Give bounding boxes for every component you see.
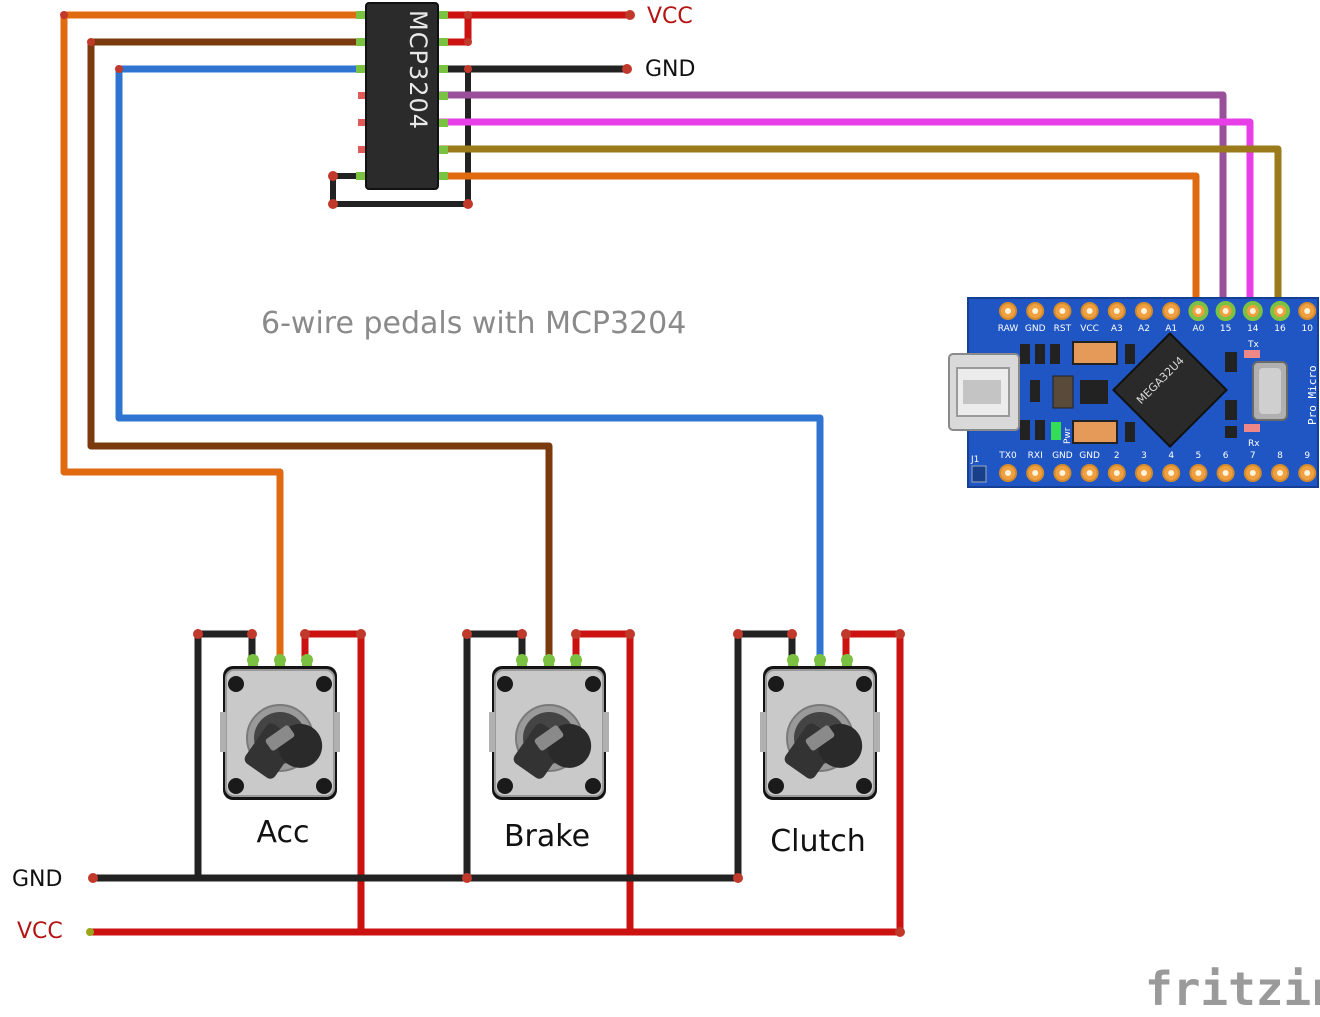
board-top-pin-label: 10 <box>1301 324 1313 334</box>
wire-blue-clutch <box>115 65 824 664</box>
board-bottom-pin-label: RXI <box>1028 451 1043 461</box>
chip-label: MCP3204 <box>404 10 432 130</box>
board-top-pin-label: A2 <box>1138 324 1150 334</box>
wire-olive-16 <box>436 145 1282 314</box>
top-vcc-label: VCC <box>647 4 693 29</box>
pedal-label-clutch: Clutch <box>770 824 866 859</box>
pedal-label-acc: Acc <box>257 815 310 850</box>
diagram-title: 6-wire pedals with MCP3204 <box>261 306 686 341</box>
board-bottom-pin-label: TX0 <box>998 451 1017 461</box>
chip-body <box>365 2 439 190</box>
wire-brown-brake <box>87 38 553 664</box>
board-bottom-pin-label: GND <box>1079 451 1100 461</box>
board-top-pin-label: VCC <box>1080 324 1099 334</box>
wire-clutch-gnd <box>734 630 796 882</box>
board-bottom-pin-label: 8 <box>1277 451 1283 461</box>
wire-orange-a0 <box>436 172 1200 314</box>
fritzing-logo: fritzing <box>1145 962 1320 1016</box>
potentiometer-acc <box>220 656 340 800</box>
wire-acc-vcc <box>301 630 365 936</box>
wire-brake-gnd <box>463 630 526 882</box>
potentiometer-clutch <box>760 656 880 800</box>
chip-pins-right <box>434 11 448 180</box>
board-top-pin-label: A0 <box>1192 324 1204 334</box>
board-bottom-pin-label: 4 <box>1168 451 1174 461</box>
pro-micro-board: RAW GND RST VCC A3 A2 A1 A0 15 14 16 10 TX0 RXI GND GN… <box>948 297 1319 488</box>
board-top-pin-label: 15 <box>1220 324 1231 334</box>
wire-endpoints <box>60 10 905 937</box>
board-bottom-pins: TX0 RXI GND GND 2 3 4 5 6 7 8 9 <box>998 451 1317 482</box>
board-top-pin-label: 16 <box>1274 324 1286 334</box>
board-top-pin-label: A1 <box>1165 324 1177 334</box>
wire-vcc-vref <box>436 11 472 46</box>
rx-label: Rx <box>1248 439 1260 449</box>
board-top-pin-label: GND <box>1025 324 1046 334</box>
board-top-pin-label: A3 <box>1111 324 1123 334</box>
pedal-label-brake: Brake <box>504 819 590 854</box>
pwr-led <box>1051 422 1061 440</box>
wire-brake-vcc <box>572 630 634 936</box>
wire-acc-gnd <box>194 630 256 882</box>
potentiometers <box>220 654 880 800</box>
board-top-pins: RAW GND RST VCC A3 A2 A1 A0 15 14 16 10 <box>998 301 1317 334</box>
wire-clutch-vcc <box>842 630 904 936</box>
board-bottom-pin-label: 2 <box>1114 451 1120 461</box>
board-bottom-pin-label: 5 <box>1196 451 1202 461</box>
board-top-pin-label: RAW <box>998 324 1019 334</box>
mcp3204-chip: MCP3204 <box>356 2 448 190</box>
board-top-pin-label: 14 <box>1247 324 1259 334</box>
bottom-gnd-label: GND <box>12 867 62 892</box>
board-top-pin-label: RST <box>1054 324 1072 334</box>
j1-label: J1 <box>970 455 979 465</box>
board-bottom-pin-label: 6 <box>1223 451 1229 461</box>
top-gnd-label: GND <box>645 57 695 82</box>
board-name: Pro Micro <box>1306 365 1319 425</box>
tx-label: Tx <box>1247 340 1259 350</box>
board-bottom-pin-label: 7 <box>1250 451 1256 461</box>
potentiometer-brake <box>489 656 609 800</box>
pwr-label: Pwr <box>1063 427 1073 444</box>
bottom-vcc-label: VCC <box>17 919 63 944</box>
mcu-chip: MEGA32U4 <box>1112 332 1228 448</box>
chip-pins-left <box>356 11 370 180</box>
board-bottom-pin-label: 9 <box>1304 451 1310 461</box>
board-bottom-pin-label: GND <box>1052 451 1073 461</box>
wire-orange-acc <box>60 11 366 664</box>
wire-purple-15 <box>436 91 1227 314</box>
wire-magenta-14 <box>436 118 1254 314</box>
board-bottom-pin-label: 3 <box>1141 451 1147 461</box>
